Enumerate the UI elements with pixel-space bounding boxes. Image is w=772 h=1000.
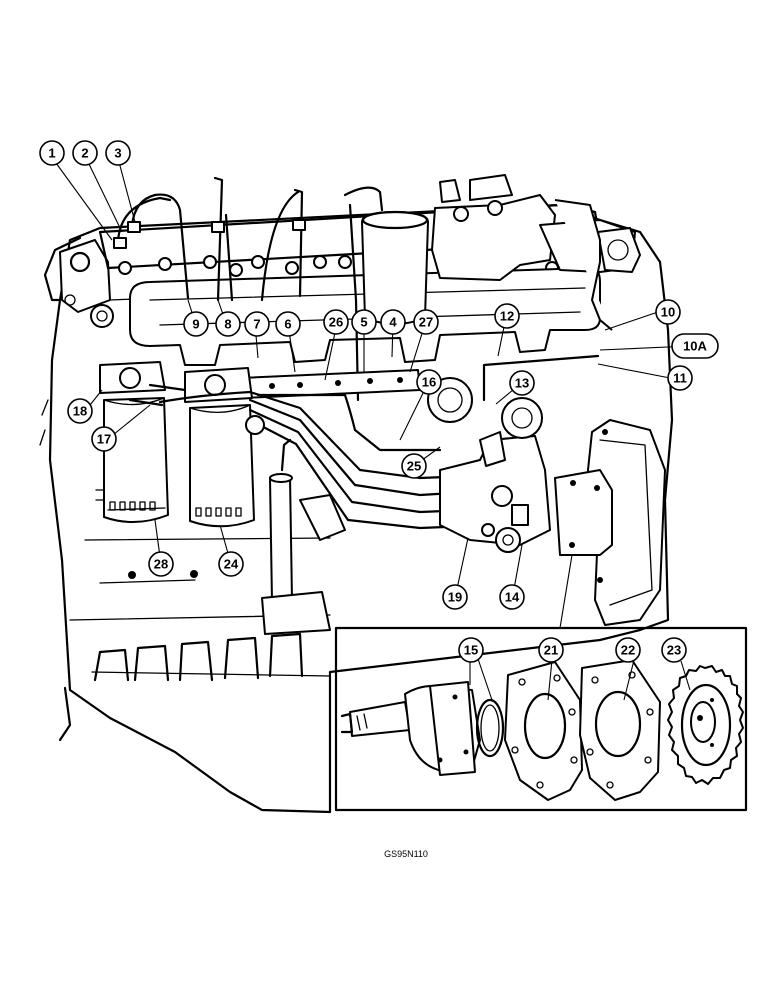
svg-text:5: 5 [360, 315, 367, 330]
dipstick-tube [261, 438, 346, 635]
turbo-housing [431, 174, 641, 331]
svg-text:2: 2 [81, 146, 88, 161]
svg-text:6: 6 [284, 317, 291, 332]
injection-pump [427, 377, 613, 556]
svg-text:14: 14 [505, 590, 520, 605]
svg-text:13: 13 [515, 376, 529, 391]
svg-text:22: 22 [621, 643, 635, 658]
pump-drive-hub [340, 681, 481, 776]
inset-exploded-view [334, 626, 748, 812]
callout-21: 21 [538, 637, 564, 663]
svg-text:9: 9 [192, 317, 199, 332]
svg-text:17: 17 [97, 432, 111, 447]
callout-26: 26 [323, 309, 349, 335]
svg-text:18: 18 [73, 404, 87, 419]
callout-1: 1 [39, 140, 65, 166]
callout-5: 5 [351, 309, 377, 335]
svg-text:21: 21 [544, 643, 558, 658]
callout-6: 6 [275, 311, 301, 337]
svg-text:27: 27 [419, 315, 433, 330]
svg-text:10A: 10A [683, 339, 707, 354]
callout-16: 16 [416, 369, 442, 395]
fuel-filter-right [184, 367, 255, 528]
svg-text:1: 1 [48, 146, 55, 161]
svg-text:15: 15 [464, 643, 478, 658]
svg-text:23: 23 [667, 643, 681, 658]
svg-text:19: 19 [448, 590, 462, 605]
svg-text:26: 26 [329, 315, 343, 330]
pump-drive-gear [667, 665, 744, 785]
intake-stack [361, 210, 429, 325]
callout-27: 27 [413, 309, 439, 335]
callout-11: 11 [667, 365, 693, 391]
filter-right-ribs [195, 507, 242, 517]
svg-text:25: 25 [407, 459, 421, 474]
callout-12: 12 [494, 303, 520, 329]
svg-text:3: 3 [114, 146, 121, 161]
svg-text:7: 7 [253, 317, 260, 332]
callout-18: 18 [67, 398, 93, 424]
svg-text:4: 4 [389, 315, 397, 330]
callout-22: 22 [615, 637, 641, 663]
gasket-plate-2 [579, 659, 661, 801]
callout-24: 24 [218, 551, 244, 577]
fuel-lines [128, 354, 600, 530]
callout-13: 13 [509, 370, 535, 396]
leak-off-rail [239, 369, 421, 399]
callout-3: 3 [105, 140, 131, 166]
svg-text:8: 8 [224, 317, 231, 332]
callout-14: 14 [499, 584, 525, 610]
lifting-bracket [59, 239, 114, 328]
callout-9: 9 [183, 311, 209, 337]
callout-15: 15 [458, 637, 484, 663]
callout-7: 7 [244, 311, 270, 337]
callout-28: 28 [148, 551, 174, 577]
callout-17: 17 [91, 426, 117, 452]
svg-text:16: 16 [422, 375, 436, 390]
svg-text:28: 28 [154, 557, 168, 572]
o-ring [475, 698, 505, 758]
figure-reference-code: GS95N110 [384, 849, 428, 859]
callout-2: 2 [72, 140, 98, 166]
callout-4: 4 [380, 309, 406, 335]
callout-23: 23 [661, 637, 687, 663]
svg-text:10: 10 [661, 305, 675, 320]
callout-8: 8 [215, 311, 241, 337]
injector-pipes [113, 176, 384, 402]
callout-19: 19 [442, 584, 468, 610]
engine-block [39, 203, 674, 814]
filter-left-ribs [109, 501, 156, 511]
callout-10: 10 [655, 299, 681, 325]
callout-10a: 10A [671, 333, 719, 359]
svg-text:24: 24 [224, 557, 239, 572]
svg-text:12: 12 [500, 309, 514, 324]
gasket-plate [504, 661, 583, 801]
svg-text:11: 11 [673, 371, 687, 386]
callout-25: 25 [401, 453, 427, 479]
